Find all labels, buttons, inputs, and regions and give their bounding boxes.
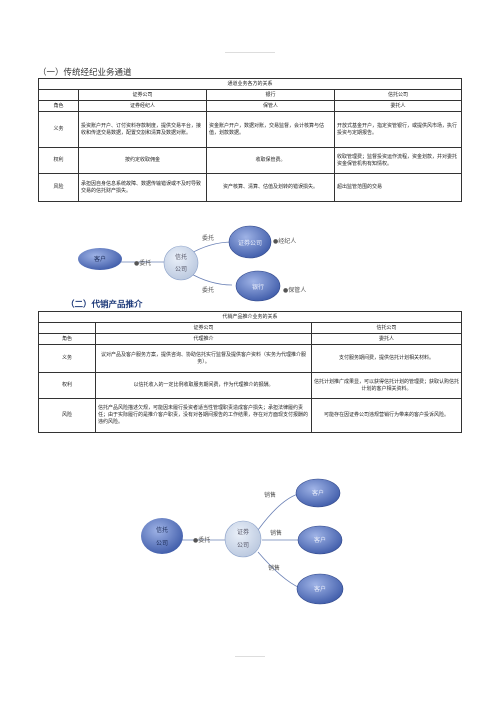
agency-sales-table: 代销产品推介业务的关系 证券公司 信托公司 角色 代理推介 委托人 义务 议对产…	[37, 311, 463, 433]
row-label: 风险	[38, 398, 96, 433]
table-cell: 资产核算、清算、估值及划转的错误损失。	[206, 173, 335, 202]
trust-company-node	[163, 245, 199, 281]
footer-rule	[235, 656, 265, 657]
sell-label: 销售	[270, 529, 282, 537]
trust-label-line1: 信托	[156, 526, 168, 534]
entrust-label: 委托	[202, 286, 214, 294]
table-cell: 可能存在因证券公司违规营销行为带来的客户投诉风险。	[310, 398, 463, 433]
securities-label-line1: 证券	[237, 528, 249, 536]
table-cell: 投资账户开户、订付资料存款制度，提供交易平台，接收和传送交易数据，配置交割和清算…	[78, 111, 207, 148]
sell-label: 销售	[268, 564, 280, 572]
securities-label: 证券公司	[238, 239, 262, 247]
table-cell: 支付服务期间费，提供信托计划相关材料。	[310, 344, 463, 373]
client-label: 客户	[314, 536, 326, 544]
client-label: 客户	[312, 489, 324, 497]
row-label: 风险	[38, 173, 79, 202]
entrust-label: 委托	[202, 234, 214, 242]
securities-company-node	[228, 225, 272, 259]
client-node	[296, 573, 344, 605]
trust-label-line2: 公司	[156, 540, 168, 547]
entrust-label: ●委托	[193, 536, 210, 544]
trust-label-line2: 公司	[175, 266, 187, 273]
broker-label: ●经纪人	[273, 237, 296, 245]
client-node	[78, 248, 122, 270]
channel-relationship-table: 通道业务各方的关系 证券公司 银行 信托公司 角色 证券经纪人 保管人 委托人 …	[37, 78, 463, 202]
securities-label-line2: 公司	[237, 542, 249, 549]
securities-company-node	[224, 520, 262, 558]
sell-label: 销售	[264, 491, 276, 499]
bank-node	[235, 270, 281, 302]
table-cell: 承担因自身信息系统故障、数据传输错误或不及时导致交易的信托财产损失。	[78, 173, 207, 202]
bank-label: 银行	[252, 283, 264, 291]
entrust-label: ●委托	[134, 259, 151, 267]
custodian-label: ●保管人	[283, 286, 306, 294]
client-label: 客户	[314, 585, 326, 593]
table-cell: 按约定收取佣金	[78, 147, 207, 174]
section-2-heading: （二）代销产品推介	[66, 300, 143, 310]
table-cell: 超出监管范围的交易	[333, 173, 463, 202]
client-node	[297, 525, 343, 555]
client-node	[295, 478, 341, 508]
section-1-heading: （一）传统经纪业务通道	[38, 68, 132, 78]
header-rule	[225, 52, 275, 53]
trust-label-line1: 信托	[175, 253, 187, 261]
trust-company-node	[141, 518, 183, 554]
table-cell: 信托产品风险描述欠规，可能因未履行投资者适当性管理职责造成客户损失；承担法律履约…	[95, 398, 312, 433]
client-label: 客户	[94, 255, 106, 263]
row-label: 义务	[38, 111, 79, 148]
